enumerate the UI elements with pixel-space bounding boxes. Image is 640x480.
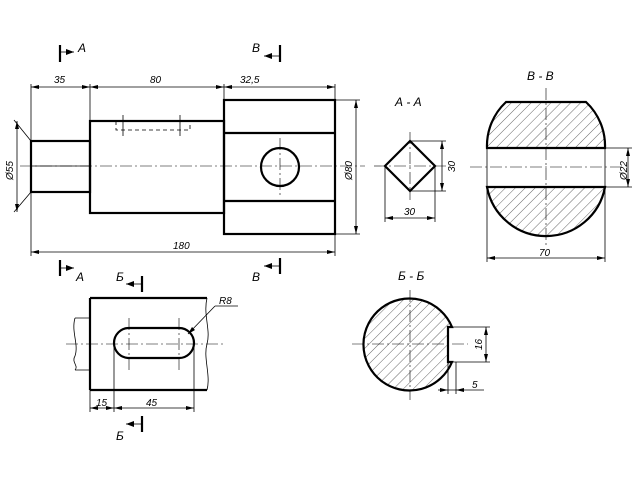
dim-aa-30-horizontal: 30 [404,207,416,218]
section-vv: В - В Ø22 70 [470,69,632,262]
dim-180: 180 [173,241,190,252]
keyway-slot [112,326,196,360]
vv-lower-half [485,185,607,238]
section-a-top-label: А [77,41,86,55]
dim-r8: R8 [219,296,232,307]
dim-dia55: Ø55 [5,161,16,181]
dim-45: 45 [146,398,158,409]
section-a-bottom-label: А [75,270,84,284]
shaft-small-segment [29,139,92,194]
section-vv-title: В - В [527,69,554,83]
dim-80: 80 [150,75,162,86]
section-v-bottom-label: В [252,270,260,284]
section-bb-title: Б - Б [398,269,424,283]
shaft-middle-segment [88,119,226,215]
shaft-right-block [222,98,337,236]
dim-32-5: 32,5 [240,75,260,86]
section-b-top-label: Б [116,270,124,284]
bb-section-shape [362,297,454,392]
dim-15: 15 [96,398,108,409]
dim-bb-5: 5 [472,380,478,391]
dim-dia80: Ø80 [344,161,355,181]
dim-35: 35 [54,75,66,86]
section-aa-title: А - А [394,95,422,109]
keyway-hidden-line [115,121,191,131]
section-aa: А - А 30 30 [374,95,458,222]
main-view: А А В В 35 80 32,5 180 [5,41,365,284]
section-b-bottom-label: Б [116,429,124,443]
section-v-top-label: В [252,41,260,55]
dim-vv-dia22: Ø22 [619,161,630,181]
keyway-view: R8 15 45 Б Б [66,270,238,443]
dim-vv-70: 70 [539,248,551,259]
dim-bb-16: 16 [474,338,485,350]
dim-aa-30-vertical: 30 [447,160,458,172]
section-bb: Б - Б 16 5 [352,269,490,400]
